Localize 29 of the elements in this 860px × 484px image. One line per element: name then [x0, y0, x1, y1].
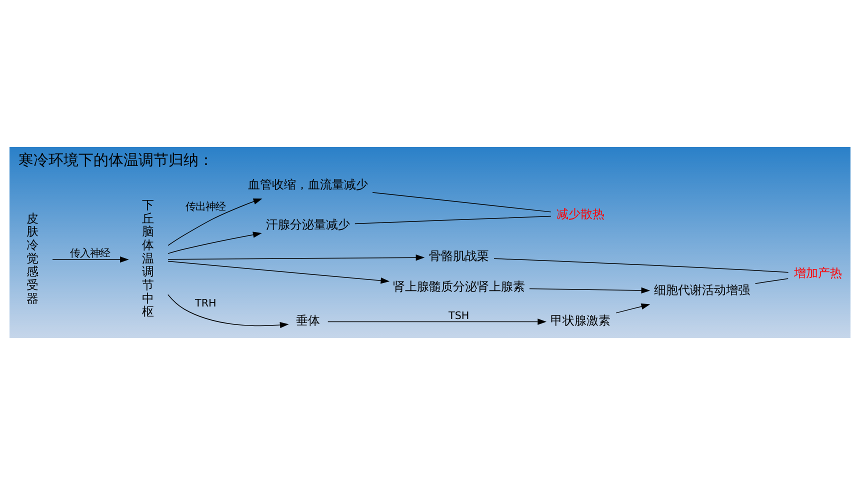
- arrow: [616, 302, 650, 313]
- connector: [494, 258, 789, 272]
- arrow: [168, 198, 262, 246]
- node-text: 骨骼肌战栗: [428, 248, 489, 263]
- node-text: 减少散热: [556, 206, 605, 220]
- arrow: [168, 294, 289, 328]
- edge-label: TRH: [195, 296, 216, 309]
- arrow: [529, 286, 650, 294]
- node-text: 下丘脑体温调节中枢: [142, 198, 154, 318]
- node-text: 肾上腺髓质分泌肾上腺素: [392, 278, 525, 293]
- node-text: 垂体: [296, 313, 320, 328]
- node-text: 血管收缩，血流量减少: [248, 176, 368, 191]
- diagram-title: 寒冷环境下的体温调节归纳：: [18, 151, 214, 168]
- arrow: [52, 256, 129, 262]
- connector: [372, 192, 552, 212]
- arrow: [168, 254, 425, 260]
- edge-label: 传入神经: [70, 247, 110, 260]
- node-text: 皮肤冷觉感受器: [26, 210, 38, 305]
- arrow: [168, 231, 262, 254]
- connector: [354, 215, 552, 224]
- edge-label: TSH: [448, 309, 470, 322]
- connector: [754, 278, 788, 284]
- node-text: 汗腺分泌量减少: [266, 216, 350, 231]
- node-text: 增加产热: [794, 266, 842, 280]
- node-text: 甲状腺激素: [550, 313, 611, 328]
- arrow: [328, 318, 547, 324]
- edge-label: 传出神经: [186, 200, 226, 213]
- node-text: 细胞代谢活动增强: [654, 282, 750, 297]
- arrow: [168, 260, 390, 284]
